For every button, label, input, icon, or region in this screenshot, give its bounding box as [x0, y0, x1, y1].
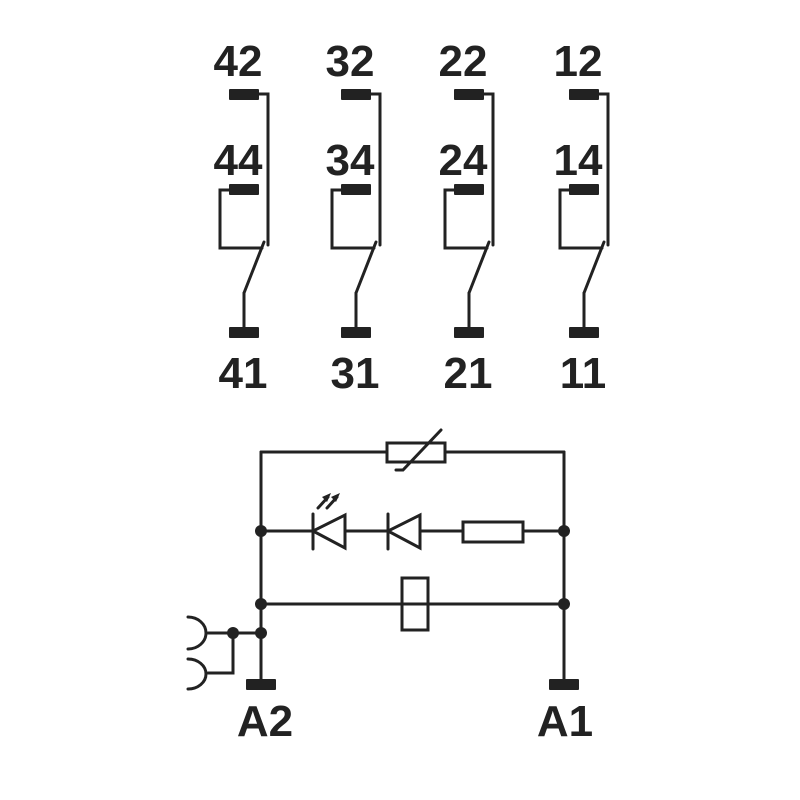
common-terminal-pad — [569, 327, 599, 338]
contact-group-1: 42 44 41 — [214, 37, 270, 398]
contact-label-no: 24 — [439, 136, 488, 185]
relay-coil-icon — [400, 576, 430, 632]
junction-dot — [255, 598, 267, 610]
terminal-label-a2: A2 — [237, 697, 293, 746]
contact-label-no: 34 — [326, 136, 375, 185]
contact-label-common: 21 — [444, 349, 493, 398]
common-terminal-pad — [454, 327, 484, 338]
varistor-icon — [385, 428, 447, 472]
contact-group-4: 12 14 11 — [554, 37, 610, 398]
contact-label-nc: 22 — [439, 37, 488, 86]
no-terminal-pad — [229, 184, 259, 195]
resistor-icon — [461, 520, 525, 544]
nc-contact-wire — [482, 92, 495, 247]
a2-terminal-pad — [246, 679, 276, 690]
no-contact-wire — [558, 188, 604, 250]
switch-blade — [467, 240, 491, 295]
contact-label-no: 44 — [214, 136, 263, 185]
no-terminal-pad — [569, 184, 599, 195]
bridge-drop-wire — [206, 631, 235, 675]
common-terminal-pad — [341, 327, 371, 338]
bridge-connector-icon — [186, 615, 208, 691]
contact-label-common: 11 — [560, 349, 607, 398]
diode-icon — [384, 512, 422, 551]
junction-dot — [255, 525, 267, 537]
no-contact-wire — [330, 188, 376, 250]
junction-dot — [558, 525, 570, 537]
nc-contact-wire — [597, 92, 610, 247]
switch-blade — [242, 240, 266, 295]
nc-terminal-pad — [454, 89, 484, 100]
nc-terminal-pad — [341, 89, 371, 100]
nc-terminal-pad — [569, 89, 599, 100]
no-terminal-pad — [454, 184, 484, 195]
switch-blade — [354, 240, 378, 295]
switch-blade — [582, 240, 606, 295]
contact-label-nc: 12 — [554, 37, 603, 86]
contact-group-2: 32 34 31 — [326, 37, 382, 398]
no-contact-wire — [443, 188, 489, 250]
common-terminal-pad — [229, 327, 259, 338]
contact-label-nc: 42 — [214, 37, 263, 86]
junction-dot — [558, 598, 570, 610]
a1-terminal-pad — [549, 679, 579, 690]
led-icon — [309, 493, 347, 551]
nc-terminal-pad — [229, 89, 259, 100]
no-terminal-pad — [341, 184, 371, 195]
contact-label-no: 14 — [554, 136, 603, 185]
nc-contact-wire — [369, 92, 382, 247]
nc-contact-wire — [257, 92, 270, 247]
contact-group-3: 22 24 21 — [439, 37, 495, 398]
contact-label-common: 31 — [331, 349, 380, 398]
terminal-label-a1: A1 — [537, 697, 593, 746]
coil-circuit: A2 A1 — [186, 428, 593, 746]
no-contact-wire — [218, 188, 264, 250]
contact-label-common: 41 — [219, 349, 268, 398]
contact-label-nc: 32 — [326, 37, 375, 86]
